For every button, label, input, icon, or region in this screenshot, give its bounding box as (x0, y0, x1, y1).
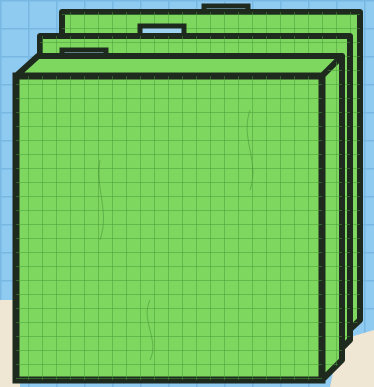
sheet-front (16, 76, 322, 380)
